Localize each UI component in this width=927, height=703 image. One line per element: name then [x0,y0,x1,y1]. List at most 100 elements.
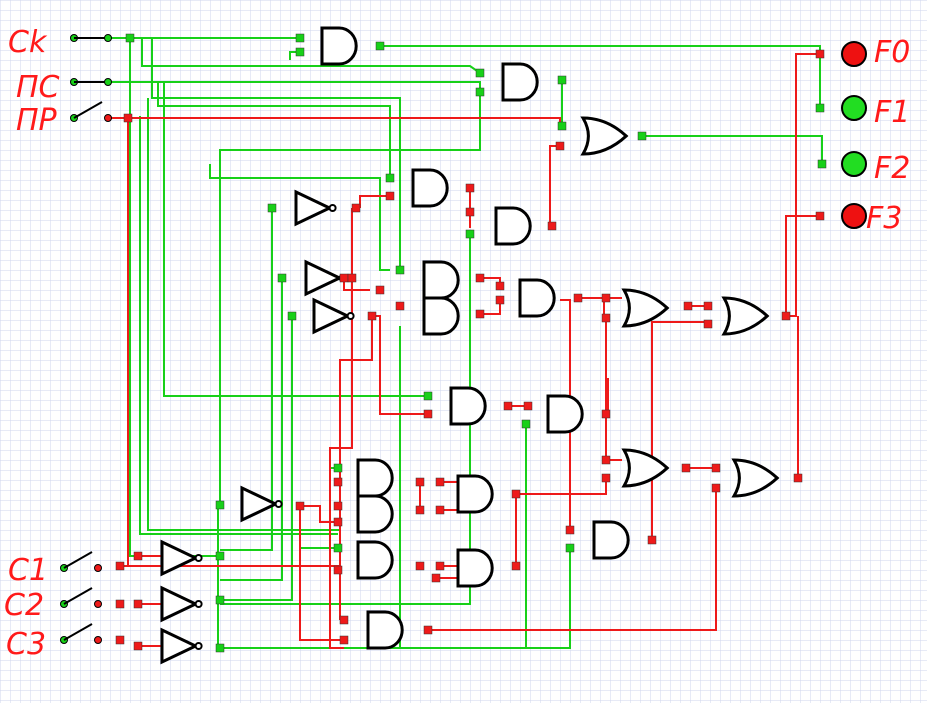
pin [601,473,611,483]
pin [215,595,225,605]
pin [503,401,513,411]
and-gate-icon [422,296,460,336]
pin [565,543,575,553]
pins [115,33,827,653]
pin [815,103,825,113]
lamp-f2 [841,151,867,177]
pin [435,505,445,515]
pin [511,561,521,571]
pin [423,625,433,635]
pin [375,285,385,295]
pin [435,561,445,571]
pin [333,543,343,553]
wire-high [220,316,293,601]
switch-c1[interactable] [60,551,102,572]
not-gate-icon [312,297,355,335]
pin [495,281,505,291]
wire-low [786,53,820,317]
pin [647,535,657,545]
input-label-c2: C2 [4,588,44,623]
not-gate-icon [160,585,203,623]
pin [557,75,567,85]
not-gate-icon [160,627,203,665]
not-gate-icon [240,485,283,523]
input-label-ps: ПС [16,70,60,105]
and-gate-icon [501,62,539,102]
pin [565,525,575,535]
pin [295,33,305,43]
wire-high [220,208,273,551]
pin [703,319,713,329]
switch-pr[interactable] [70,101,112,122]
pin [133,641,143,651]
pin [523,401,533,411]
or-gate-icon [621,448,670,488]
pin [215,643,225,653]
lamp-f0 [841,41,867,67]
pin [547,221,557,231]
switch-ck[interactable] [70,34,112,42]
pin [557,121,567,131]
lamp-f3 [841,203,867,229]
and-gate-icon [356,540,394,580]
wire-high [220,234,471,605]
and-gate-icon [411,168,449,208]
wire-high [209,164,390,271]
pin [815,211,825,221]
pin [555,141,565,151]
wire-low [560,299,571,530]
pin [415,561,425,571]
pin [133,599,143,609]
wire-low [299,506,344,641]
and-gate-icon [518,278,556,318]
pin [683,301,693,311]
pin [277,273,287,283]
wire-high [157,82,391,178]
wire-low [516,478,607,495]
pin [465,229,475,239]
output-label-f1: F1 [874,95,910,130]
pin [435,477,445,487]
switch-ps[interactable] [70,78,112,86]
wire-high [219,92,481,505]
pin [267,203,277,213]
io-elements[interactable] [60,34,867,644]
pin [347,273,357,283]
wire-low [300,505,338,523]
and-gate-icon [320,26,358,66]
input-label-c3: C3 [6,627,46,662]
pin [815,49,825,59]
wire-high [139,116,338,535]
and-gate-icon [494,206,532,246]
lamp-f1 [841,95,867,121]
wire-high [141,38,481,74]
pin [601,455,611,465]
wire-high [151,38,401,270]
or-gate-icon [580,116,629,156]
pin [495,295,505,305]
pin [465,183,475,193]
and-gate-icon [546,394,584,434]
pin [123,113,133,123]
and-gate-icon [592,520,630,560]
pin [793,473,803,483]
pin [385,191,395,201]
switch-c3[interactable] [60,623,102,644]
pin [351,203,361,213]
pin [367,311,377,321]
and-gate-icon [356,494,394,534]
pin [333,501,343,511]
pin [339,615,349,625]
switch-c2[interactable] [60,587,102,608]
or-gate-icon [731,458,780,498]
wire-high [642,135,823,164]
wire-low [480,300,501,315]
pin [333,517,343,527]
pin [511,489,521,499]
pin [475,87,485,97]
wire-high [220,278,283,581]
output-label-f2: F2 [874,151,910,186]
pin [465,207,475,217]
and-gate-icon [456,548,494,588]
